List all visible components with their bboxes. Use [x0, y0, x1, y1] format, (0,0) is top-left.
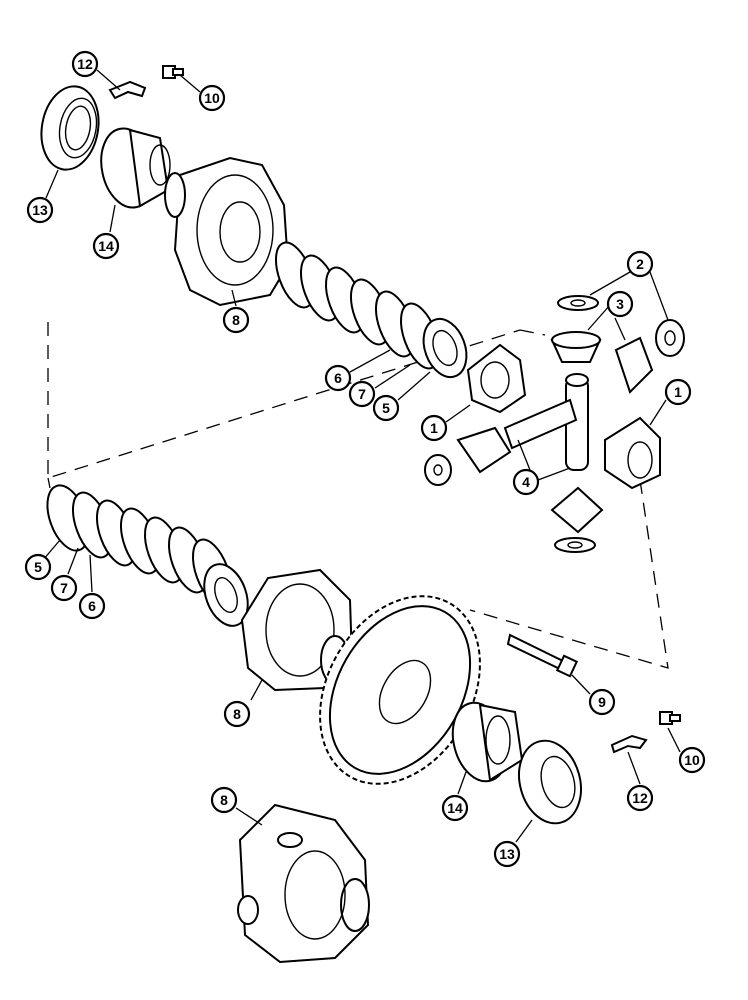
svg-text:8: 8: [232, 312, 240, 328]
differential-case-half-top: [164, 156, 290, 307]
svg-text:14: 14: [98, 238, 114, 254]
bearing-cup-top: [40, 85, 100, 171]
ring-gear-bolt: [506, 633, 579, 678]
callout-1-left: 1: [420, 414, 448, 442]
callout-13-top: 13: [26, 196, 54, 224]
differential-case-assembled: [237, 803, 370, 964]
clutch-disc-stack-top: [274, 241, 468, 379]
leader-lines: [42, 69, 681, 843]
callout-6-bottom: 6: [78, 592, 106, 620]
svg-text:6: 6: [334, 370, 342, 386]
svg-text:2: 2: [636, 256, 644, 272]
thrust-washer-upper-right: [655, 319, 685, 357]
svg-text:13: 13: [499, 846, 515, 862]
pinion-gear-upper-left: [550, 331, 602, 363]
svg-text:12: 12: [632, 790, 648, 806]
callout-14-bottom: 14: [441, 794, 469, 822]
svg-text:7: 7: [60, 580, 68, 596]
callout-4: 4: [512, 468, 540, 496]
small-bolt-bottom: [659, 711, 681, 725]
side-gear-right: [604, 416, 661, 490]
svg-text:13: 13: [32, 202, 48, 218]
callout-2: 2: [626, 250, 654, 278]
callout-1-right: 1: [664, 378, 692, 406]
callout-7-top: 7: [348, 380, 376, 408]
svg-text:5: 5: [382, 400, 390, 416]
svg-text:14: 14: [447, 800, 463, 816]
callout-12-top: 12: [71, 50, 99, 78]
thrust-washer-lower-left: [424, 454, 452, 486]
svg-text:8: 8: [220, 792, 228, 808]
svg-text:1: 1: [674, 384, 682, 400]
callout-8-top: 8: [222, 306, 250, 334]
callout-6-top: 6: [324, 364, 352, 392]
clutch-disc-stack-bottom: [46, 484, 249, 627]
svg-text:6: 6: [88, 598, 96, 614]
svg-text:12: 12: [77, 56, 93, 72]
pinion-gear-lower-left: [456, 426, 512, 474]
callout-10-bottom: 10: [678, 746, 706, 774]
bearing-cone-bottom: [451, 701, 524, 783]
callout-5-top: 5: [372, 394, 400, 422]
thrust-washer-upper-left: [557, 295, 599, 311]
callout-8-bottom: 8: [210, 786, 238, 814]
side-gear-upper: [466, 343, 527, 414]
pinion-gear-upper-right: [614, 336, 654, 394]
callout-7-bottom: 7: [50, 574, 78, 602]
svg-text:1: 1: [430, 420, 438, 436]
callout-10-top: 10: [198, 84, 226, 112]
svg-text:10: 10: [204, 90, 220, 106]
callout-8-middle: 8: [223, 700, 251, 728]
svg-text:3: 3: [616, 296, 624, 312]
bearing-cone-top: [100, 127, 171, 209]
thrust-washer-lower: [554, 537, 596, 553]
svg-text:10: 10: [684, 752, 700, 768]
svg-text:5: 5: [34, 559, 42, 575]
small-bolt-top: [162, 65, 184, 79]
ring-gear: [319, 595, 481, 785]
callout-13-bottom: 13: [493, 840, 521, 868]
pinion-gear-lower: [550, 486, 604, 534]
callout-3: 3: [606, 290, 634, 318]
retaining-clip-top: [108, 80, 147, 100]
callout-5-bottom: 5: [24, 553, 52, 581]
callout-9: 9: [588, 688, 616, 716]
svg-text:8: 8: [233, 706, 241, 722]
svg-text:4: 4: [522, 474, 530, 490]
bearing-cup-bottom: [518, 739, 582, 825]
cross-shaft: [503, 373, 589, 471]
svg-text:7: 7: [358, 386, 366, 402]
callout-14-top: 14: [92, 232, 120, 260]
retaining-clip-bottom: [610, 734, 648, 754]
assembly-dashed-line: [47, 322, 669, 669]
callout-12-bottom: 12: [626, 784, 654, 812]
svg-text:9: 9: [598, 694, 606, 710]
